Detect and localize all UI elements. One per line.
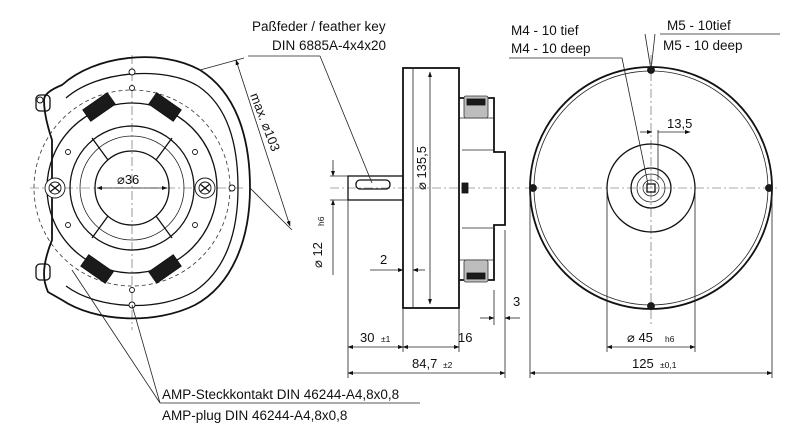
dim-2: 2 [380, 252, 387, 267]
dim-13-5: 13,5 [667, 116, 692, 131]
shaft-tolerance: h6 [316, 216, 326, 226]
mount-hole-bottom [647, 302, 655, 310]
dim-3: 3 [513, 294, 520, 309]
feather-key-label-1: Paßfeder / feather key [252, 19, 386, 34]
screw-left [44, 177, 66, 199]
shaft-diameter-label: ⌀ 12 [310, 242, 325, 268]
amp-plug-top-left [82, 92, 116, 122]
amp-plug-label-de: AMP-Steckkontakt DIN 46244-A4,8x0,8 [162, 387, 399, 402]
mount-hole-left [529, 184, 537, 192]
dim-30-tolerance: ±1 [381, 334, 391, 344]
rear-view: ⌀36 max. ⌀103 AMP-Steckkontakt DIN 46244… [30, 55, 420, 423]
thread-m5-label-de: M5 - 10tief [667, 18, 731, 33]
feather-key [355, 179, 391, 190]
feather-key-label-2: DIN 6885A-4x4x20 [272, 38, 386, 53]
thread-m4-label-en: M4 - 10 deep [511, 41, 591, 56]
bore-diameter-label: ⌀36 [117, 172, 139, 187]
amp-plug-top-right [148, 92, 182, 122]
max-diameter-label: max. ⌀103 [247, 91, 283, 154]
body-diameter-label: ⌀ 135,5 [414, 146, 429, 190]
dim-45-tolerance: h6 [665, 334, 675, 344]
dim-84-7-tolerance: ±2 [443, 360, 453, 370]
left-mount-tab [35, 94, 51, 112]
dim-16: 16 [458, 330, 472, 345]
left-mount-tab-lower [35, 263, 51, 281]
amp-plug-bottom-right [148, 254, 182, 284]
amp-plug-label-en: AMP-plug DIN 46244-A4,8x0,8 [162, 408, 347, 423]
dim-30: 30 [360, 330, 374, 345]
dim-125-tolerance: ±0,1 [660, 360, 677, 370]
motor-body [402, 67, 460, 309]
thread-m4-label-de: M4 - 10 tief [511, 23, 579, 38]
front-view: M4 - 10 tief M4 - 10 deep M5 - 10tief M5… [509, 18, 780, 378]
dim-45: ⌀ 45 [627, 330, 653, 345]
screw-right [194, 177, 216, 199]
mount-hole-right [765, 184, 773, 192]
amp-plug-bottom-left [80, 254, 114, 284]
thread-m5-label-en: M5 - 10 deep [663, 38, 743, 53]
side-view: ⌀ 135,5 ⌀ 12 h6 2 3 30 ±1 16 84,7 ±2 [248, 19, 520, 378]
dim-84-7: 84,7 [412, 356, 437, 371]
dim-125: 125 [632, 356, 654, 371]
